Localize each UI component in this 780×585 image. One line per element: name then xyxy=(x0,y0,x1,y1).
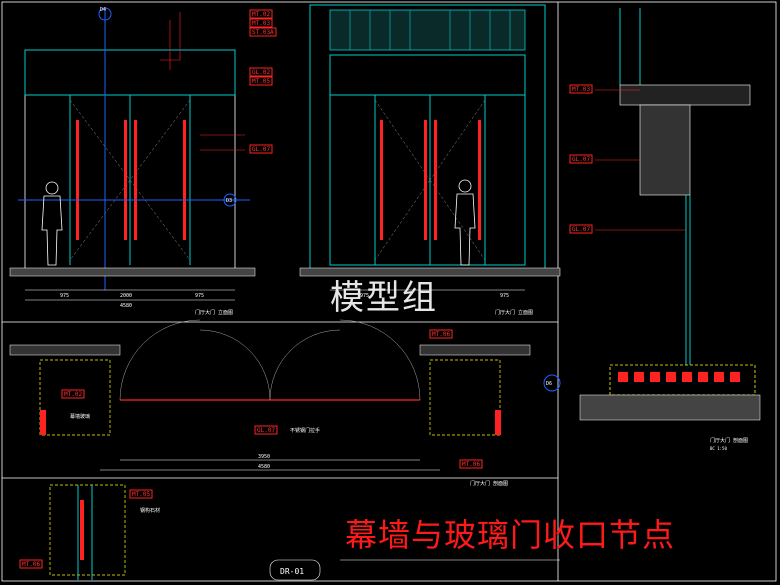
person-figure-icon xyxy=(454,179,476,266)
dim-plan-inner: 3950 xyxy=(258,454,270,460)
plan-view: 3950 4580 MT.06 MT.02 GL.07 MT.06 幕墙玻璃 不… xyxy=(9,319,531,487)
section-right: MT.03 GL.07 GL.07 D6 门厅大门 剖面图 BC 1:50 xyxy=(543,8,761,451)
dim-right: 975 xyxy=(195,293,204,299)
elevation-left: MT.02 MT.03 ST.03A GL.02 MT.05 GL.07 975… xyxy=(9,7,277,316)
tag-mt02: MT.02 xyxy=(252,11,270,18)
tag-mt05: MT.05 xyxy=(252,78,270,85)
caption-elev-2: 门厅大门 立面图 xyxy=(495,309,533,316)
tag-gl02: GL.02 xyxy=(252,69,270,76)
tag-gl07-plan: GL.07 xyxy=(257,427,275,434)
tag-mt06-detail: MT.06 xyxy=(22,561,40,568)
drawing-title: 幕墙与玻璃门收口节点 xyxy=(345,516,676,554)
dim-right-2: 975 xyxy=(500,293,509,299)
marker-d3: D3 xyxy=(226,198,232,204)
scale-section: BC 1:50 xyxy=(710,446,727,451)
caption-section: 门厅大门 剖面图 xyxy=(710,437,748,444)
marker-d4: D4 xyxy=(100,7,106,13)
tag-mt03-section: MT.03 xyxy=(572,86,590,93)
label-curtain-wall: 幕墙玻璃 xyxy=(70,413,90,420)
sheet-number: DR-01 xyxy=(280,567,304,576)
title-block: DR-01 xyxy=(269,559,560,581)
caption-plan: 门厅大门 剖面图 xyxy=(470,480,508,487)
tag-mt05-detail: MT.05 xyxy=(132,491,150,498)
marker-d6: D6 xyxy=(546,381,552,387)
dim-left: 975 xyxy=(60,293,69,299)
dim-left-2: 975 xyxy=(360,293,369,299)
dim-plan-total: 4580 xyxy=(258,464,270,470)
tag-st03a: ST.03A xyxy=(252,29,274,36)
caption-elev-1: 门厅大门 立面图 xyxy=(195,309,233,316)
watermark-text: 模型组 xyxy=(330,278,438,318)
label-door-handle: 不锈钢门拉手 xyxy=(290,427,320,434)
tag-mt02-plan: MT.02 xyxy=(64,391,82,398)
elevation-middle: 975 975 门厅大门 立面图 xyxy=(299,4,561,316)
tag-mt06-plan-2: MT.06 xyxy=(462,461,480,468)
label-stone-steel: 钢构石材 xyxy=(140,507,160,514)
detail-bottom-left: MT.05 MT.06 钢构石材 xyxy=(19,484,160,580)
tag-gl07: GL.07 xyxy=(252,146,270,153)
dim-center: 2000 xyxy=(120,293,132,299)
tag-mt06-plan: MT.06 xyxy=(432,331,450,338)
tag-gl07-section-2: GL.07 xyxy=(572,226,590,233)
dim-total: 4580 xyxy=(120,303,132,309)
tag-gl07-section: GL.07 xyxy=(572,156,590,163)
person-figure-icon xyxy=(41,181,63,266)
tag-mt03: MT.03 xyxy=(252,20,270,27)
